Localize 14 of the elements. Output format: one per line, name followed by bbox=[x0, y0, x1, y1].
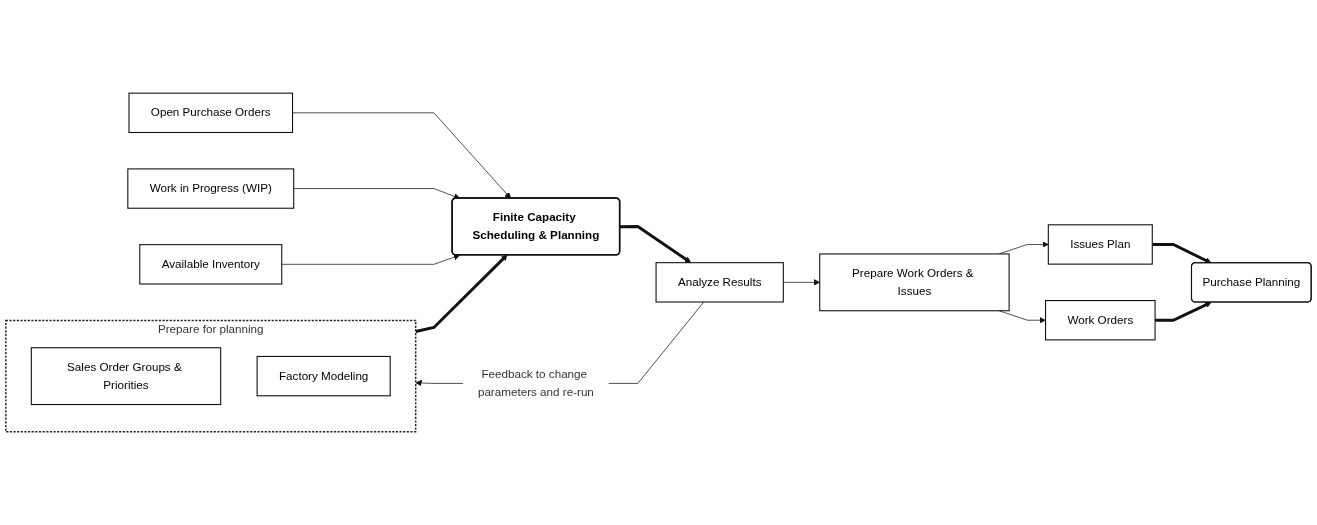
arrow bbox=[619, 225, 692, 263]
arrow bbox=[1152, 243, 1212, 264]
node-box: Prepare Work Orders & Issues bbox=[819, 253, 1010, 312]
node-box: Sales Order Groups & Priorities bbox=[30, 347, 222, 406]
edge-label: Feedback to change parameters and re-run bbox=[477, 368, 594, 398]
arrow bbox=[415, 254, 508, 333]
node-box: Factory Modeling bbox=[256, 355, 391, 397]
node-box: Open Purchase Orders bbox=[128, 92, 294, 134]
arrow bbox=[1155, 301, 1212, 322]
node-box: Work in Progress (WIP) bbox=[127, 168, 295, 209]
node-box: Work Orders bbox=[1045, 300, 1156, 341]
node-box: Issues Plan bbox=[1047, 224, 1153, 265]
node-box: Available Inventory bbox=[139, 244, 283, 285]
node-box: Analyze Results bbox=[655, 262, 784, 303]
